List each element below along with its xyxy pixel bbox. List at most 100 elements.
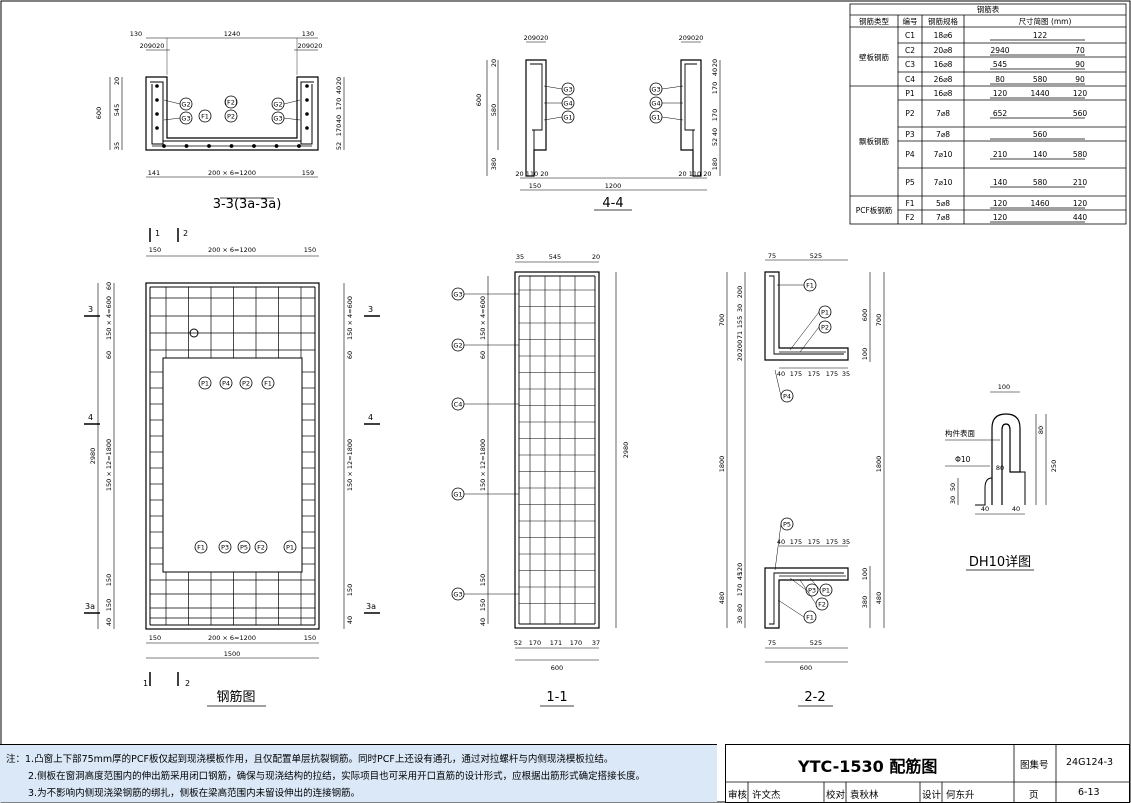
callout-label: P2 (227, 113, 235, 121)
callout-bubble: G3 (271, 111, 301, 125)
rebar-dot (162, 144, 166, 148)
callout-bubble: G1 (451, 487, 519, 501)
callout-label: G4 (651, 100, 660, 108)
atlas-number: 24G124-3 (1066, 757, 1114, 768)
sec44-r20: 20 (711, 59, 719, 67)
plan-bot-1200: 200 × 6=1200 (208, 634, 256, 642)
sec33-sub-r1: 209020 (298, 42, 323, 50)
rebar-dot (305, 84, 309, 88)
dh10-detail (945, 391, 1047, 515)
rebar-id: P3 (905, 130, 915, 139)
section-1-1 (487, 261, 617, 707)
sec22-l30: 30 (736, 304, 744, 312)
rebar-dim: 120 (993, 213, 1008, 222)
sec44-bottom-right: 20 110 20 (678, 170, 711, 178)
rebar-dim: 580 (1073, 150, 1088, 159)
rebar-table-header-sketch: 尺寸简图 (mm) (1019, 16, 1072, 26)
rebar-spec: 20⌀8 (934, 46, 953, 55)
sec22-l1800: 1800 (718, 456, 726, 473)
sec22-l200b: 200 (736, 340, 744, 352)
sec33-dim-20: 20 (113, 77, 121, 85)
sec22-top-525: 525 (810, 252, 822, 260)
rebar-dim: 1440 (1030, 89, 1049, 98)
sec44-r40b: 40 (711, 128, 719, 136)
rebar-table (849, 3, 1127, 225)
sec33-dim-mid: 1240 (224, 30, 241, 38)
check-label: 校对 (826, 790, 846, 801)
sec11-top-545: 545 (549, 253, 561, 261)
sec33-dim-right: 130 (302, 30, 314, 38)
callout-label: G1 (651, 114, 660, 122)
dh10-dim-30: 30 (949, 496, 957, 504)
callout-label: F2 (257, 544, 265, 552)
sec22-l700: 700 (718, 314, 726, 326)
callout-label: F1 (201, 113, 209, 121)
sec11-b52: 52 (514, 639, 522, 647)
callout-label: G3 (273, 115, 282, 123)
callout-label: G1 (453, 491, 462, 499)
sec33-dim-600: 600 (95, 107, 103, 119)
callout-label: P4 (222, 380, 230, 388)
rebar-dim: 90 (1075, 60, 1085, 69)
sec44-r170: 170 (711, 82, 719, 94)
sec11-top-20: 20 (592, 253, 600, 261)
callout-label: P1 (201, 380, 209, 388)
callout-label: P3 (808, 587, 816, 595)
sec22-top-75: 75 (768, 252, 776, 260)
rebar-id: P2 (905, 109, 915, 118)
dh10-dim-100: 100 (998, 383, 1010, 391)
plan-text: 150 200 × 6=1200 150 150 200 × 6=1200 15… (85, 229, 376, 705)
sec22-r1800: 1800 (875, 456, 883, 473)
rebar-table-header-spec: 钢筋规格 (928, 16, 958, 26)
dh10-dim-40a: 40 (981, 505, 989, 513)
sec33-sub-l1: 209020 (140, 42, 165, 50)
page-number: 6-13 (1078, 787, 1100, 798)
callout-bubble: P1 (789, 305, 832, 351)
callout-label: F2 (818, 601, 826, 609)
rebar-group-wall: 壁板钢筋 (859, 52, 889, 62)
page-label: 页 (1029, 790, 1039, 801)
sec11-l1800: 150 × 12=1800 (479, 439, 487, 491)
dh10-dim-40b: 40 (1012, 505, 1020, 513)
sec22-mt-175a: 175 (790, 370, 802, 378)
plan-left-150a: 150 (105, 574, 113, 586)
sec11-l150a: 150 (479, 574, 487, 586)
dh10-dim-80b: 80 (996, 464, 1004, 472)
rebar-spec: 5⌀8 (936, 199, 950, 208)
design-name: 何东升 (946, 790, 975, 801)
rebar-dot (155, 84, 159, 88)
drawing-title: YTC-1530 配筋图 (798, 757, 938, 776)
callout-bubble: P4 (774, 369, 794, 403)
rebar-spec: 7⌀8 (936, 130, 950, 139)
rebar-id: P1 (905, 89, 915, 98)
sec44-title: 4-4 (602, 196, 623, 211)
rebar-spec: 16⌀8 (934, 89, 953, 98)
sec44-r180: 180 (711, 158, 719, 170)
rebar-dim: 120 (1073, 199, 1088, 208)
callout-label: (F2) (225, 99, 238, 107)
callout-bubble: P1 (198, 376, 212, 390)
sec22-b75: 75 (768, 639, 776, 647)
callout-label: F1 (806, 614, 814, 622)
plan-mark-2-top: 2 (183, 229, 188, 238)
callout-label: G2 (273, 101, 282, 109)
sec22-b525: 525 (810, 639, 822, 647)
dh10-surface-label: 构件表面 (945, 428, 975, 438)
rebar-dim: 2940 (990, 46, 1009, 55)
callout-label: P5 (240, 544, 248, 552)
sec22-l30b: 30 (736, 616, 744, 624)
rebar-dim: 560 (1073, 109, 1088, 118)
dh10-text: 100 80 250 80 50 30 40 40 构件表面 Φ10 DH10详… (945, 383, 1058, 571)
callout-bubble: G2 (163, 97, 193, 111)
rebar-id: F2 (905, 213, 914, 222)
rebar-dim: 122 (1033, 31, 1048, 40)
rebar-spec: 7⌀8 (936, 109, 950, 118)
callout-label: G3 (453, 291, 462, 299)
plan-mark-1-top: 1 (155, 229, 160, 238)
callout-bubble: P1 (283, 540, 297, 554)
rebar-dim: 210 (1073, 178, 1088, 187)
rebar-dim: 580 (1033, 75, 1048, 84)
plan-mark-1-bot: 1 (143, 679, 148, 688)
